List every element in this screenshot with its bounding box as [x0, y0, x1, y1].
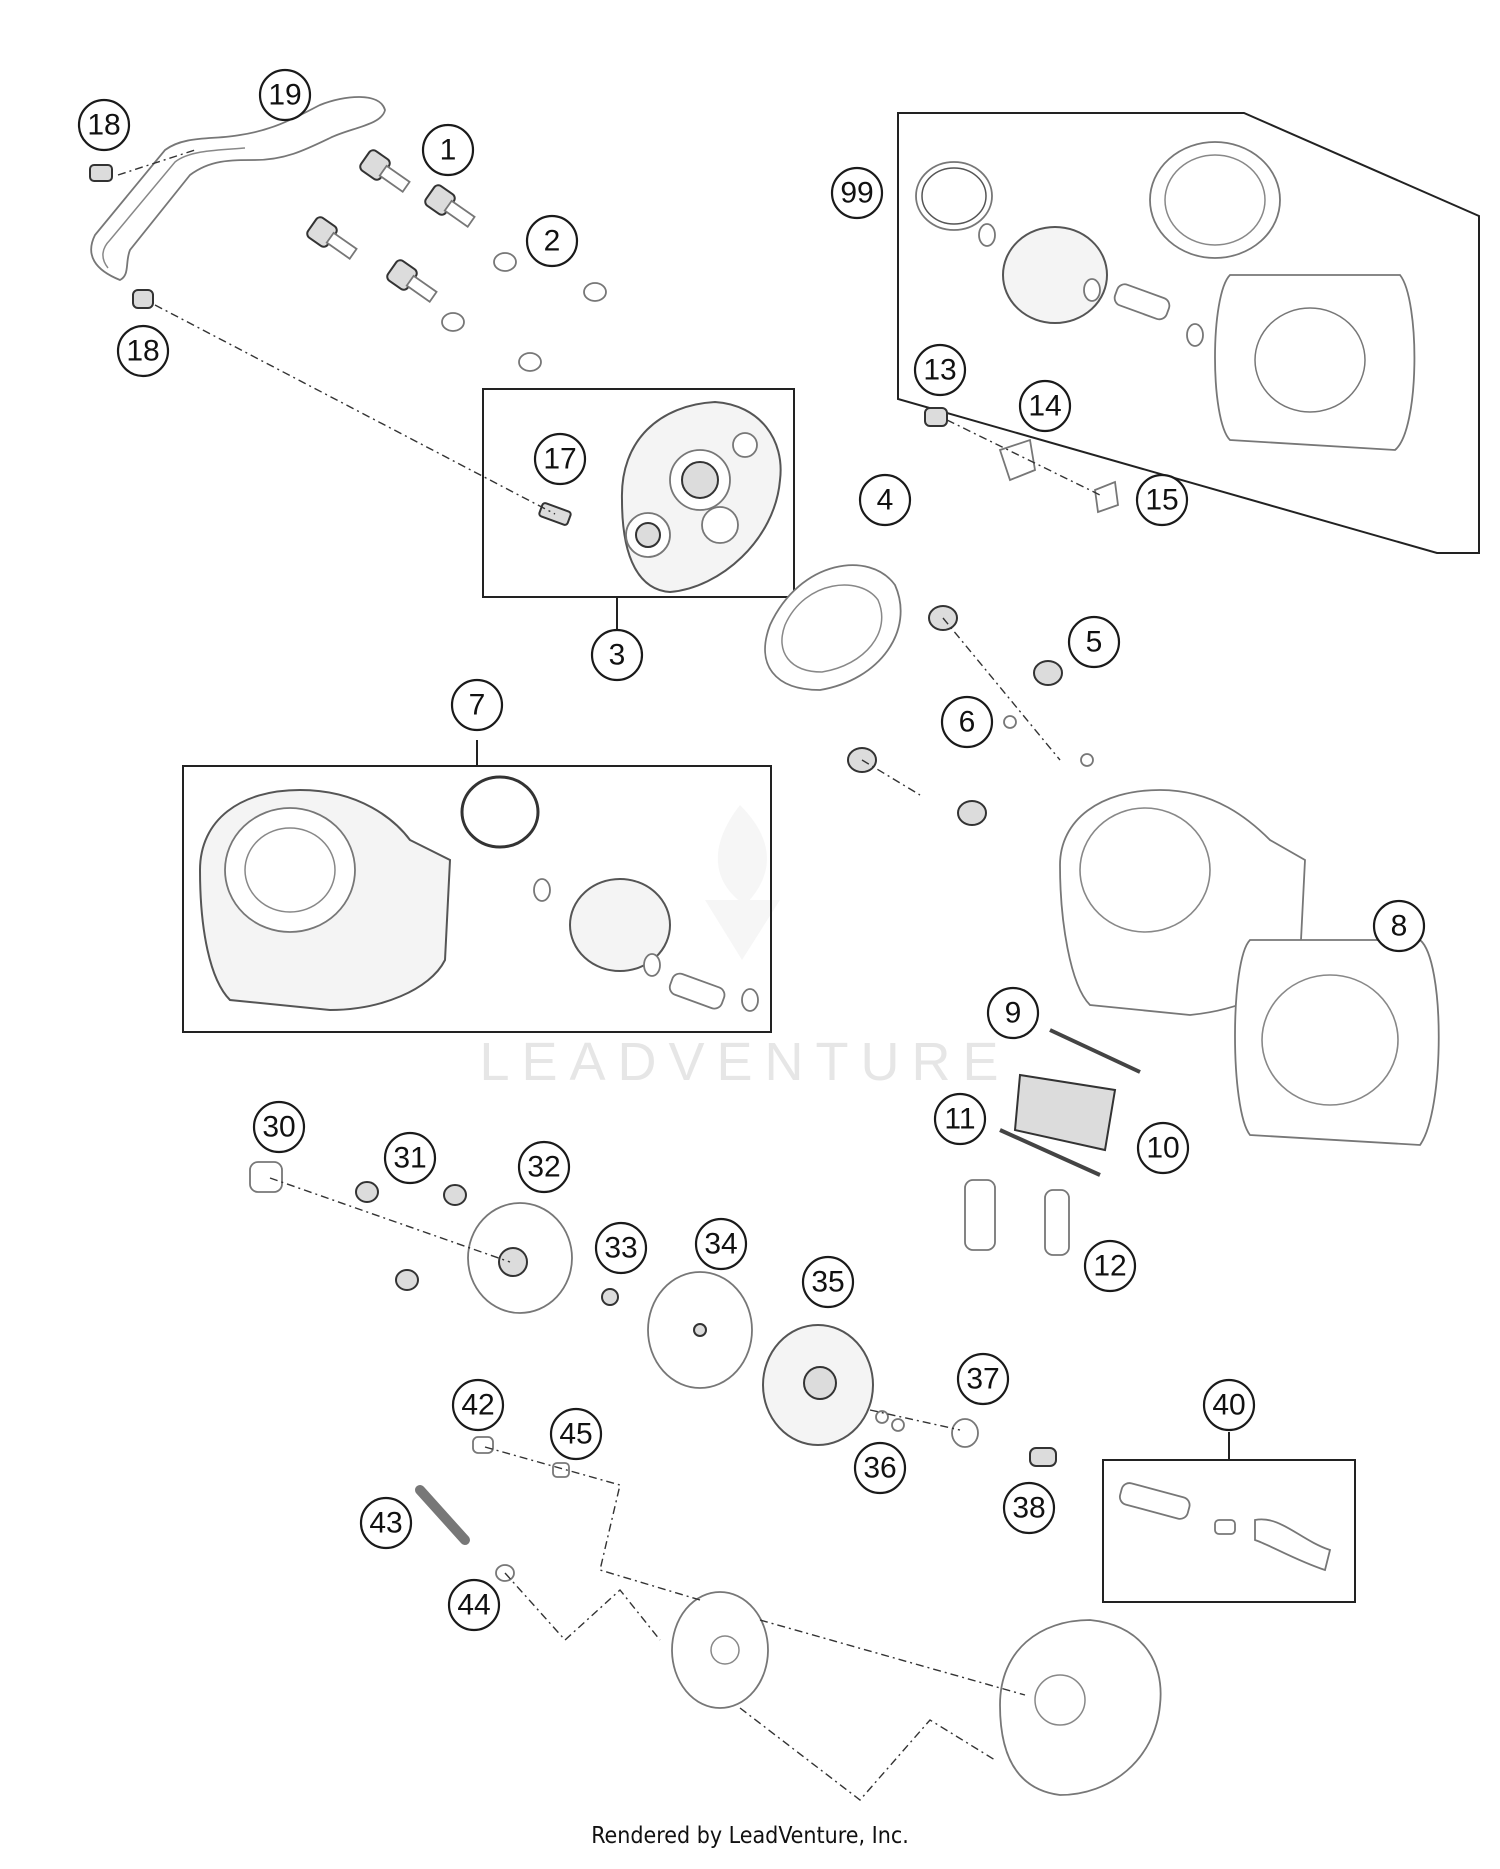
- svg-text:12: 12: [1093, 1250, 1126, 1283]
- footer-credit: Rendered by LeadVenture, Inc.: [591, 1823, 909, 1849]
- cylinder-head-bolts: [306, 149, 476, 303]
- coolant-hose: [90, 96, 386, 281]
- svg-text:13: 13: [923, 354, 956, 387]
- svg-text:43: 43: [369, 1507, 402, 1540]
- hose-clamp-lower: [132, 289, 154, 309]
- callout-5: 5: [1067, 615, 1121, 669]
- callout-18-upper: 18: [77, 98, 131, 152]
- svg-text:15: 15: [1145, 484, 1178, 517]
- copper-washers: [441, 252, 607, 372]
- callout-36: 36: [853, 1441, 907, 1495]
- svg-text:38: 38: [1012, 1492, 1045, 1525]
- callout-17: 17: [533, 432, 587, 486]
- callout-43: 43: [359, 1496, 413, 1550]
- callout-7: 7: [450, 678, 504, 732]
- svg-text:19: 19: [268, 79, 301, 112]
- watermark-text: LEADVENTURE: [479, 1032, 1010, 1092]
- callout-6: 6: [940, 695, 994, 749]
- svg-text:32: 32: [527, 1151, 560, 1184]
- svg-text:18: 18: [87, 109, 120, 142]
- cylinder-head: [620, 400, 782, 594]
- callout-30: 30: [252, 1100, 306, 1154]
- cylinder-kit: [198, 775, 759, 1012]
- callout-19: 19: [258, 68, 312, 122]
- callout-38: 38: [1002, 1481, 1056, 1535]
- callout-18-lower: 18: [116, 324, 170, 378]
- callout-12: 12: [1083, 1239, 1137, 1293]
- callout-45: 45: [549, 1407, 603, 1461]
- callout-40: 40: [1202, 1378, 1256, 1432]
- svg-text:7: 7: [469, 689, 486, 722]
- svg-text:44: 44: [457, 1589, 490, 1622]
- callout-31: 31: [383, 1131, 437, 1185]
- lower-hose-parts: [415, 1436, 570, 1582]
- water-pump-parts: [249, 1161, 1057, 1467]
- svg-text:33: 33: [604, 1232, 637, 1265]
- svg-text:1: 1: [440, 134, 457, 167]
- svg-text:9: 9: [1005, 997, 1022, 1030]
- svg-text:10: 10: [1146, 1132, 1179, 1165]
- svg-text:37: 37: [966, 1363, 999, 1396]
- callout-15: 15: [1135, 473, 1189, 527]
- svg-text:35: 35: [811, 1266, 844, 1299]
- callout-33: 33: [594, 1221, 648, 1275]
- callout-42: 42: [451, 1378, 505, 1432]
- callout-44: 44: [447, 1578, 501, 1632]
- callout-10: 10: [1136, 1121, 1190, 1175]
- hose-clamp-upper: [89, 164, 113, 182]
- piston-kit: [915, 141, 1416, 451]
- exhaust-control-parts: [924, 407, 1119, 514]
- watermark-logo: [705, 805, 780, 960]
- svg-text:36: 36: [863, 1452, 896, 1485]
- bearing-parts: [964, 1028, 1141, 1256]
- svg-text:42: 42: [461, 1389, 494, 1422]
- callout-2: 2: [525, 214, 579, 268]
- cylinder-nuts: [847, 605, 1094, 826]
- svg-text:31: 31: [393, 1142, 426, 1175]
- svg-text:40: 40: [1212, 1389, 1245, 1422]
- callout-32: 32: [517, 1140, 571, 1194]
- svg-text:6: 6: [959, 706, 976, 739]
- svg-text:4: 4: [877, 484, 894, 517]
- svg-text:3: 3: [609, 639, 626, 672]
- callout-99: 99: [830, 166, 884, 220]
- svg-text:8: 8: [1391, 910, 1408, 943]
- callout-37: 37: [956, 1352, 1010, 1406]
- bypass-valve-kit: [1118, 1482, 1332, 1572]
- callout-4: 4: [858, 473, 912, 527]
- svg-text:45: 45: [559, 1418, 592, 1451]
- callout-8: 8: [1372, 899, 1426, 953]
- pump-cover-assembly: [671, 1591, 769, 1709]
- svg-text:11: 11: [944, 1103, 975, 1136]
- callout-34: 34: [694, 1217, 748, 1271]
- callout-9: 9: [986, 986, 1040, 1040]
- callout-14: 14: [1018, 379, 1072, 433]
- svg-text:30: 30: [262, 1111, 295, 1144]
- svg-text:18: 18: [126, 335, 159, 368]
- cylinder-head-assembly: [999, 1619, 1162, 1796]
- svg-text:14: 14: [1028, 390, 1061, 423]
- base-gasket: [1234, 939, 1440, 1146]
- svg-text:34: 34: [704, 1228, 737, 1261]
- svg-text:5: 5: [1086, 626, 1103, 659]
- svg-text:2: 2: [544, 225, 561, 258]
- piston-kit-frame: [897, 112, 1480, 554]
- cylinder-head-kit-frame: [482, 388, 795, 598]
- callout-35: 35: [801, 1255, 855, 1309]
- callout-13: 13: [913, 343, 967, 397]
- callout-11: 11: [933, 1092, 987, 1146]
- callout-3: 3: [590, 628, 644, 682]
- svg-text:99: 99: [840, 177, 873, 210]
- callout-1: 1: [421, 123, 475, 177]
- svg-text:17: 17: [543, 443, 576, 476]
- head-gasket: [764, 564, 902, 691]
